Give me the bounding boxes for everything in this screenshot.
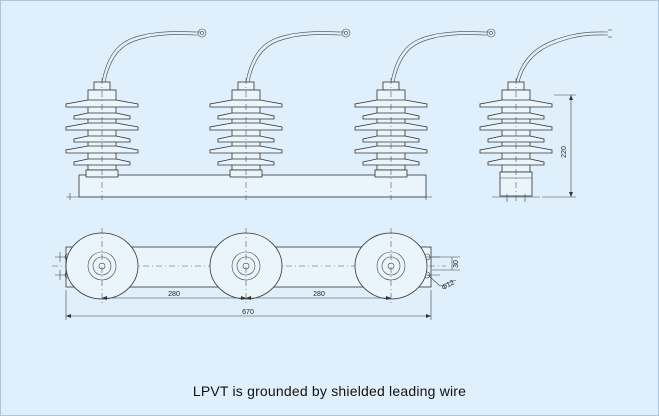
arrester-2 <box>209 28 351 200</box>
plan-disc-1 <box>65 228 139 305</box>
base-plate <box>78 174 427 198</box>
dimension-280-right: 280 <box>313 291 325 298</box>
elevation-view <box>65 28 496 200</box>
dimension-280-left: 280 <box>168 291 180 298</box>
plan-view <box>52 228 460 320</box>
dimension-670: 670 <box>242 309 254 316</box>
figure-caption: LPVT is grounded by shielded leading wir… <box>192 383 467 399</box>
plan-disc-3 <box>354 228 428 305</box>
arrester-3 <box>354 28 496 200</box>
arrester-1 <box>65 28 207 200</box>
plan-disc-2 <box>209 228 283 305</box>
height-dimension-label: 220 <box>561 146 568 158</box>
side-view <box>479 29 612 202</box>
dimension-slot-30: 30 <box>453 260 460 268</box>
